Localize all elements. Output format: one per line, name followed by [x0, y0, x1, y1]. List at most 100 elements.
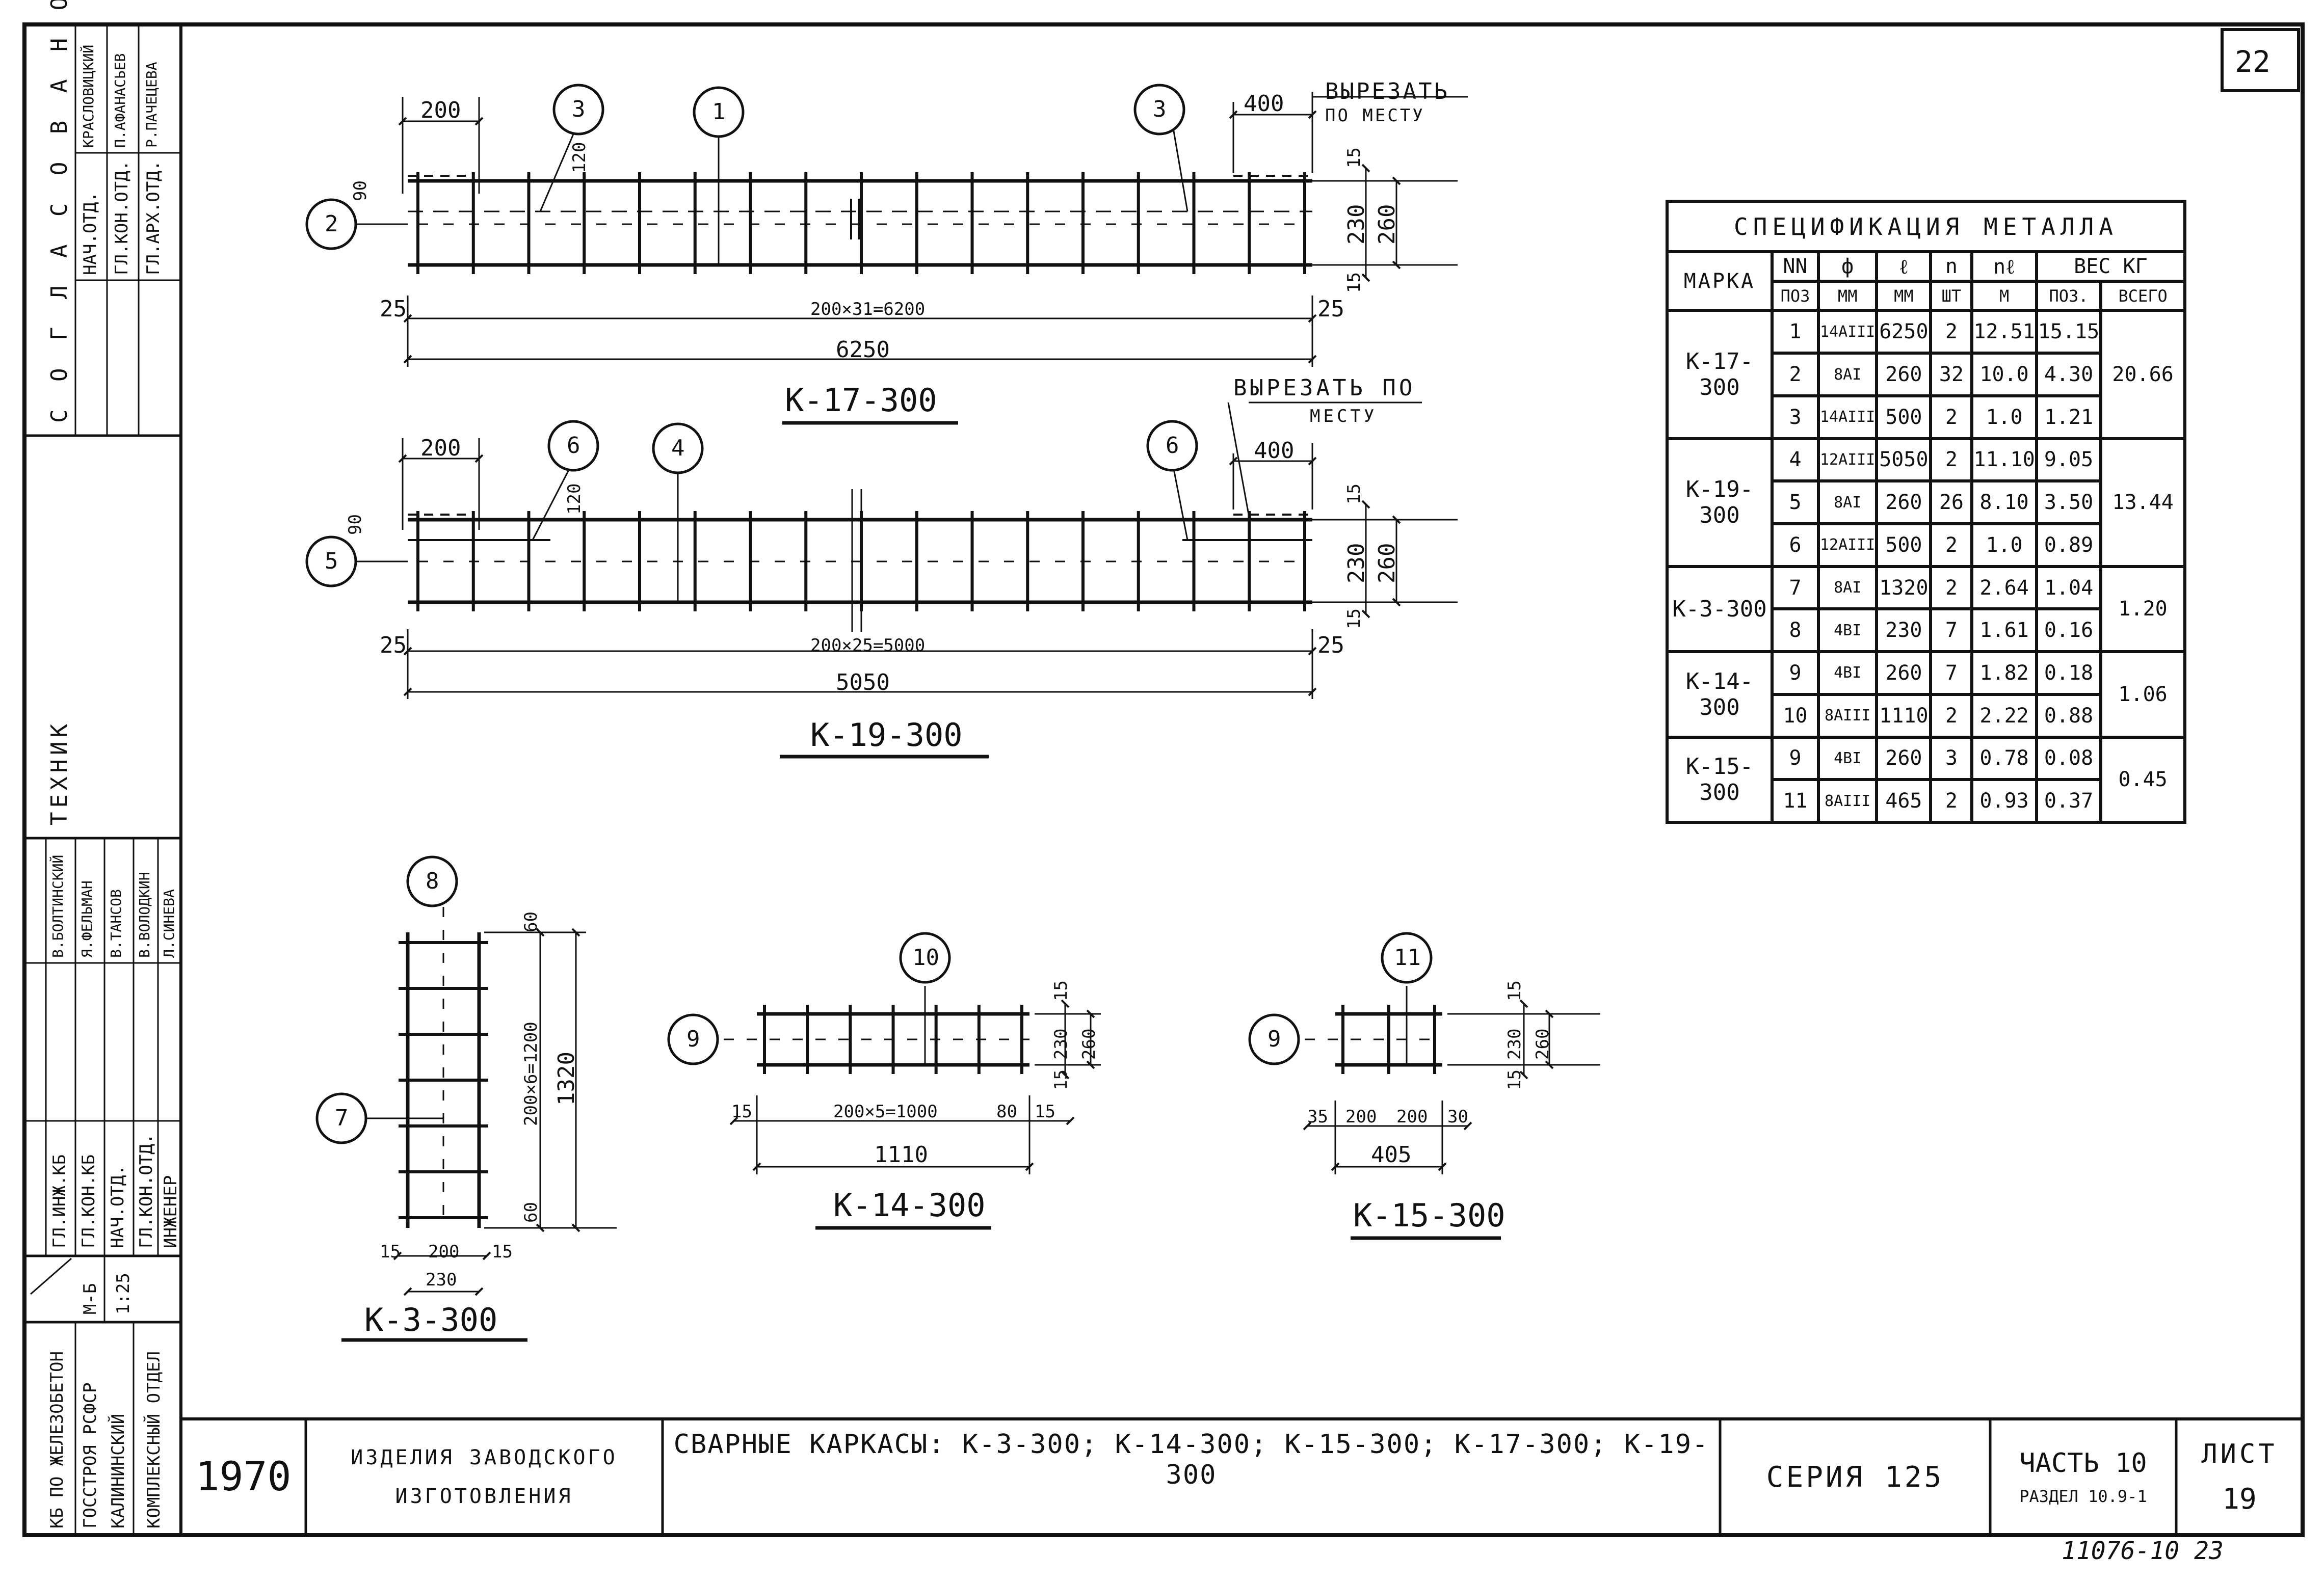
- spec-weight-pos: 4.30: [2035, 352, 2103, 397]
- cage-k14: [724, 986, 1101, 1230]
- k19-dim-260: 260: [1374, 543, 1400, 583]
- k14-dim-15l: 15: [731, 1102, 752, 1122]
- spec-weight-total: 20.66: [2099, 309, 2186, 440]
- staff-role-1: ГЛ.ИНЖ.КБ: [49, 1154, 70, 1248]
- spec-weight-total: 13.44: [2099, 437, 2186, 568]
- k19-dim-15a: 15: [1344, 484, 1364, 504]
- spec-diameter: 8АIII: [1816, 778, 1879, 824]
- spec-total-length: 0.93: [1970, 778, 2038, 824]
- pos-circle-k17-d: [305, 198, 357, 250]
- spec-mark: К-17-300: [1666, 309, 1774, 440]
- k19-dim-25b: 25: [1317, 632, 1344, 658]
- spec-length: 260: [1875, 650, 1933, 696]
- spec-diameter: 8АI: [1816, 479, 1879, 525]
- spec-h-w-total: ВСЕГО: [2099, 279, 2186, 312]
- pos-k19-b: 4: [671, 435, 685, 461]
- approval-role-1: НАЧ.ОТД.: [80, 192, 100, 275]
- spec-h-nl: nℓ: [1970, 250, 2038, 283]
- pos-circle-k14-left: [667, 1013, 719, 1065]
- k17-dim-260: 260: [1374, 204, 1400, 245]
- spec-h-pos: NN: [1771, 250, 1820, 283]
- title-series: СЕРИЯ 125: [1720, 1419, 1990, 1535]
- spec-h-phi: ф: [1816, 250, 1879, 283]
- pos-circle-k3-left: [315, 1092, 367, 1144]
- scale-label: М-Б: [80, 1283, 100, 1314]
- spec-h-n: n: [1929, 250, 1974, 283]
- spec-pos: 10: [1771, 692, 1820, 739]
- archive-stamp: 11076-10 23: [2062, 1537, 2224, 1565]
- k17-title: К-17-300: [785, 382, 937, 419]
- k15-dim-15b: 15: [1504, 1069, 1525, 1090]
- title-series-text: СЕРИЯ 125: [1766, 1460, 1944, 1494]
- spec-diameter: 8АI: [1816, 565, 1879, 611]
- k3-dim-200: 200: [428, 1242, 460, 1262]
- spec-h-pos-unit: ПОЗ: [1771, 279, 1820, 312]
- pos-k14-left: 9: [686, 1026, 700, 1052]
- title-sheet-label: ЛИСТ: [2201, 1438, 2278, 1469]
- pos-k14-top: 10: [912, 945, 939, 971]
- spec-pos: 9: [1771, 650, 1820, 696]
- k19-dim-15b: 15: [1344, 608, 1364, 629]
- spec-diameter: 4ВI: [1816, 735, 1879, 782]
- spec-h-mark: МАРКА: [1666, 250, 1774, 312]
- spec-length: 1320: [1875, 565, 1933, 611]
- pos-k17-c: 3: [1153, 96, 1167, 122]
- spec-length: 230: [1875, 607, 1933, 654]
- pos-circle-k15-top: [1381, 932, 1433, 984]
- spec-total-length: 1.0: [1970, 394, 2038, 440]
- k17-dim-25b: 25: [1317, 296, 1344, 322]
- pos-k3-left: 7: [335, 1105, 349, 1131]
- cage-k15: [1303, 986, 1600, 1240]
- spec-diameter: 8АI: [1816, 352, 1879, 397]
- staff-name-3: В.ТАНСОВ: [108, 889, 124, 958]
- k19-dim-90: 90: [345, 514, 365, 535]
- k19-dim-230: 230: [1343, 543, 1369, 583]
- spec-mark: К-3-300: [1666, 565, 1774, 654]
- cage-k17: [349, 92, 1468, 425]
- k3-dim-60b: 60: [521, 1202, 541, 1223]
- k17-dim-25a: 25: [380, 296, 407, 322]
- title-part-text: ЧАСТЬ 10: [2019, 1448, 2147, 1479]
- spec-length: 260: [1875, 479, 1933, 525]
- k19-dim-main: 200×25=5000: [810, 635, 926, 656]
- title-sheet-value: 19: [2222, 1482, 2257, 1516]
- title-part: ЧАСТЬ 10 РАЗДЕЛ 10.9-1: [1990, 1419, 2176, 1535]
- pos-circle-k14-top: [899, 932, 951, 984]
- staff-role-5: ИНЖЕНЕР: [161, 1175, 181, 1248]
- pos-circle-k17-a: [552, 84, 604, 136]
- spec-total-length: 1.82: [1970, 650, 2038, 696]
- spec-h-weight: ВЕС КГ: [2035, 250, 2187, 283]
- k3-title: К-3-300: [364, 1301, 498, 1338]
- spec-weight-pos: 3.50: [2035, 479, 2103, 525]
- sheet-number-box: [2221, 28, 2300, 92]
- spec-pos: 6: [1771, 522, 1820, 568]
- spec-weight-pos: 0.18: [2035, 650, 2103, 696]
- spec-count: 3: [1929, 735, 1974, 782]
- k17-note-1: ВЫРЕЗАТЬ: [1325, 78, 1449, 104]
- pos-k3-top: 8: [426, 868, 439, 894]
- spec-total-length: 0.78: [1970, 735, 2038, 782]
- org-line-2: ГОССТРОЯ РСФСР: [80, 1382, 100, 1528]
- k3-dim-15a: 15: [380, 1242, 401, 1262]
- cage-k3: [341, 907, 617, 1342]
- spec-pos: 7: [1771, 565, 1820, 611]
- k3-dim-mid: 200×6=1200: [521, 1022, 541, 1126]
- k3-dim-230: 230: [426, 1270, 457, 1290]
- k15-dim-200b: 200: [1396, 1107, 1428, 1127]
- spec-weight-pos: 0.16: [2035, 607, 2103, 654]
- pos-k19-d: 5: [325, 548, 338, 574]
- title-year: 1970: [181, 1419, 306, 1535]
- k15-dim-35: 35: [1307, 1107, 1328, 1127]
- spec-count: 7: [1929, 607, 1974, 654]
- org-line-3: КАЛИНИНСКИЙ: [108, 1413, 128, 1528]
- pos-circle-k19-d: [305, 535, 357, 587]
- cage-k19: [349, 401, 1458, 759]
- pos-k15-top: 11: [1394, 945, 1421, 971]
- spec-title: СПЕЦИФИКАЦИЯ МЕТАЛЛА: [1666, 199, 2186, 254]
- spec-count: 2: [1929, 309, 1974, 355]
